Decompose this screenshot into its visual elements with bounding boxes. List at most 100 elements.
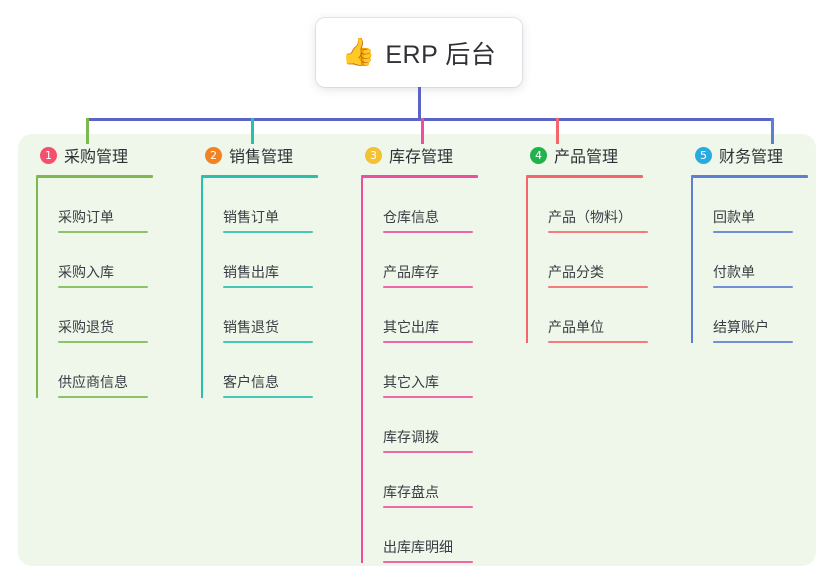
leaf-item[interactable]: 采购退货 [36, 288, 153, 343]
leaf-item[interactable]: 产品（物料） [526, 178, 648, 233]
thumbs-up-icon: 👍 [341, 37, 376, 67]
leaf-item-label: 产品单位 [548, 319, 604, 335]
leaf-item[interactable]: 产品单位 [526, 288, 648, 343]
leaf-item-rule [713, 231, 793, 233]
branch-drop-connector-1 [86, 118, 89, 144]
branch-spine [36, 178, 38, 398]
branch-header-2[interactable]: 2 销售管理 [201, 142, 318, 168]
leaf-item-rule [548, 231, 648, 233]
leaf-item[interactable]: 销售订单 [201, 178, 318, 233]
leaf-item[interactable]: 销售退货 [201, 288, 318, 343]
branch-drop-connector-3 [421, 118, 424, 144]
branch-header-rule [361, 175, 478, 178]
branch-header-rule [526, 175, 643, 178]
leaf-item[interactable]: 销售出库 [201, 233, 318, 288]
leaf-item-rule [58, 396, 148, 398]
branch-drop-connector-4 [556, 118, 559, 144]
leaf-item[interactable]: 其它入库 [361, 343, 478, 398]
branch-items-2: 销售订单销售出库销售退货客户信息 [201, 178, 318, 398]
leaf-item-label: 销售退货 [223, 319, 279, 335]
leaf-item[interactable]: 库存调拨 [361, 398, 478, 453]
leaf-item-rule [383, 451, 473, 453]
leaf-item-label: 仓库信息 [383, 209, 439, 225]
leaf-item-label: 产品（物料） [548, 209, 632, 225]
branch-header-rule [201, 175, 318, 178]
branch-column-4: 4 产品管理产品（物料） 产品分类产品单位 [526, 142, 648, 343]
root-stem-connector [418, 87, 421, 120]
branch-spine [361, 178, 363, 563]
leaf-item-rule [383, 506, 473, 508]
branch-number-badge: 1 [40, 146, 57, 164]
leaf-item[interactable]: 回款单 [691, 178, 808, 233]
leaf-item[interactable]: 仓库信息 [361, 178, 478, 233]
leaf-item[interactable]: 结算账户 [691, 288, 808, 343]
branch-number-badge: 5 [695, 146, 712, 164]
leaf-item-rule [383, 396, 473, 398]
branch-spine [691, 178, 693, 343]
branch-title-label: 产品管理 [554, 149, 619, 166]
branch-title-label: 库存管理 [389, 149, 454, 166]
branch-items-1: 采购订单采购入库采购退货供应商信息 [36, 178, 153, 398]
branch-title-label: 销售管理 [229, 149, 294, 166]
leaf-item-rule [383, 341, 473, 343]
leaf-item-label: 出库库明细 [383, 539, 453, 555]
leaf-item[interactable]: 产品库存 [361, 233, 478, 288]
branch-column-1: 1 采购管理采购订单采购入库采购退货供应商信息 [36, 142, 153, 398]
leaf-item-rule [548, 341, 648, 343]
leaf-item-rule [713, 286, 793, 288]
leaf-item-label: 其它入库 [383, 374, 439, 390]
root-node-label: ERP 后台 [385, 40, 497, 69]
branch-drop-connector-2 [251, 118, 254, 144]
leaf-item[interactable]: 其它出库 [361, 288, 478, 343]
leaf-item[interactable]: 产品分类 [526, 233, 648, 288]
leaf-item-label: 销售出库 [223, 264, 279, 280]
leaf-item[interactable]: 库存盘点 [361, 453, 478, 508]
leaf-item[interactable]: 供应商信息 [36, 343, 153, 398]
leaf-item-label: 客户信息 [223, 374, 279, 390]
leaf-item[interactable]: 出库库明细 [361, 508, 478, 563]
leaf-item-label: 库存调拨 [383, 429, 439, 445]
leaf-item-label: 其它出库 [383, 319, 439, 335]
leaf-item-rule [713, 341, 793, 343]
branch-spine [526, 178, 528, 343]
leaf-item[interactable]: 客户信息 [201, 343, 318, 398]
branch-header-4[interactable]: 4 产品管理 [526, 142, 648, 168]
branch-number-badge: 4 [530, 146, 547, 164]
branch-header-rule [36, 175, 153, 178]
branch-items-3: 仓库信息产品库存其它出库其它入库库存调拨库存盘点出库库明细 [361, 178, 478, 563]
leaf-item-label: 付款单 [713, 264, 755, 280]
leaf-item[interactable]: 采购订单 [36, 178, 153, 233]
horizontal-bus-connector [86, 118, 774, 121]
leaf-item-rule [58, 341, 148, 343]
branch-title-label: 采购管理 [64, 149, 129, 166]
leaf-item-label: 采购入库 [58, 264, 114, 280]
leaf-item-rule [223, 341, 313, 343]
branch-number-badge: 2 [205, 146, 222, 164]
leaf-item-rule [223, 396, 313, 398]
leaf-item-rule [58, 231, 148, 233]
leaf-item-label: 产品分类 [548, 264, 604, 280]
content-panel [18, 134, 816, 566]
leaf-item[interactable]: 付款单 [691, 233, 808, 288]
leaf-item-label: 采购订单 [58, 209, 114, 225]
leaf-item[interactable]: 采购入库 [36, 233, 153, 288]
leaf-item-label: 采购退货 [58, 319, 114, 335]
branch-items-5: 回款单付款单结算账户 [691, 178, 808, 343]
leaf-item-rule [548, 286, 648, 288]
leaf-item-label: 库存盘点 [383, 484, 439, 500]
branch-header-1[interactable]: 1 采购管理 [36, 142, 153, 168]
leaf-item-label: 产品库存 [383, 264, 439, 280]
branch-header-rule [691, 175, 808, 178]
leaf-item-label: 供应商信息 [58, 374, 128, 390]
branch-column-2: 2 销售管理销售订单销售出库销售退货客户信息 [201, 142, 318, 398]
leaf-item-label: 结算账户 [713, 319, 769, 335]
leaf-item-rule [58, 286, 148, 288]
root-node[interactable]: 👍 ERP 后台 [316, 18, 522, 87]
leaf-item-label: 销售订单 [223, 209, 279, 225]
branch-items-4: 产品（物料） 产品分类产品单位 [526, 178, 648, 343]
